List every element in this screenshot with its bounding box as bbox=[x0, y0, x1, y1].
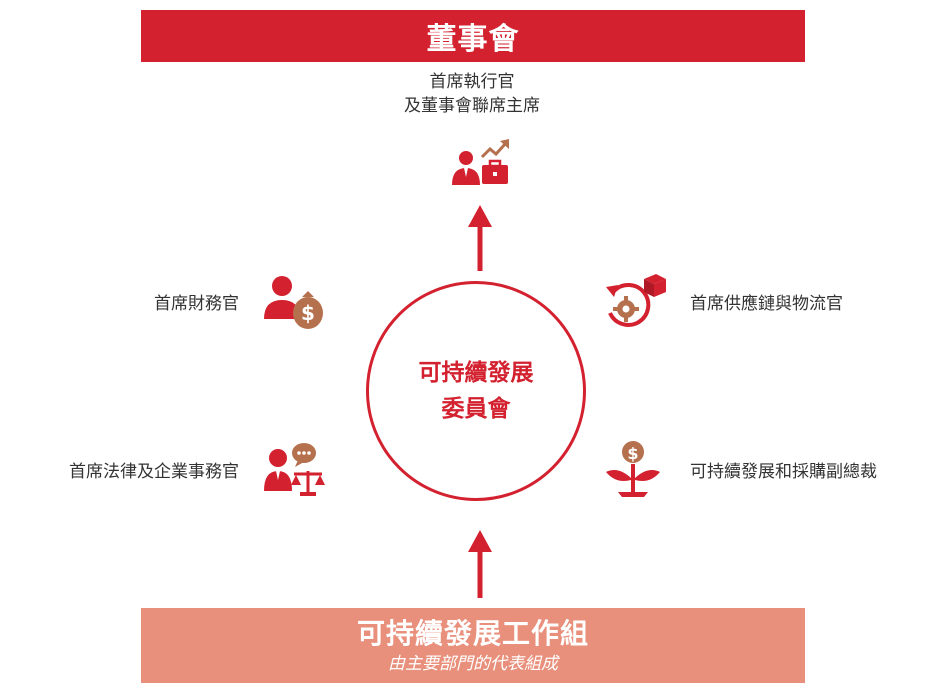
arrow-to-committee-icon bbox=[468, 530, 492, 598]
cfo-label: 首席財務官 bbox=[154, 294, 239, 314]
board-banner: 董事會 bbox=[141, 10, 805, 62]
working-group-title: 可持續發展工作組 bbox=[356, 616, 589, 650]
sustainability-vp-label: 可持續發展和採購副總裁 bbox=[690, 462, 877, 482]
committee-line-1: 可持續發展 bbox=[418, 360, 534, 386]
board-title: 董事會 bbox=[426, 22, 520, 57]
executive-briefcase-growth-icon bbox=[452, 139, 509, 185]
sustainability-committee-circle: 可持續發展 委員會 bbox=[366, 281, 586, 501]
working-group-subtitle: 由主要部門的代表組成 bbox=[388, 653, 558, 674]
committee-line-2: 委員會 bbox=[441, 396, 511, 422]
working-group-banner: 可持續發展工作組 由主要部門的代表組成 bbox=[141, 608, 805, 683]
ceo-line-2: 及董事會聯席主席 bbox=[404, 96, 540, 116]
legal-label: 首席法律及企業事務官 bbox=[69, 462, 239, 482]
plant-coin-icon: $ bbox=[606, 441, 660, 497]
arrow-to-board-icon bbox=[468, 205, 492, 271]
person-scales-speech-icon bbox=[264, 443, 325, 496]
ceo-line-1: 首席執行官 bbox=[429, 72, 515, 92]
svg-text:$: $ bbox=[627, 444, 638, 463]
person-money-bag-icon: $ bbox=[264, 276, 323, 329]
ceo-label: 首席執行官 及董事會聯席主席 bbox=[322, 70, 622, 118]
gear-cycle-box-icon bbox=[606, 274, 666, 327]
supply-chain-label: 首席供應鏈與物流官 bbox=[690, 294, 843, 314]
svg-text:$: $ bbox=[301, 301, 315, 325]
